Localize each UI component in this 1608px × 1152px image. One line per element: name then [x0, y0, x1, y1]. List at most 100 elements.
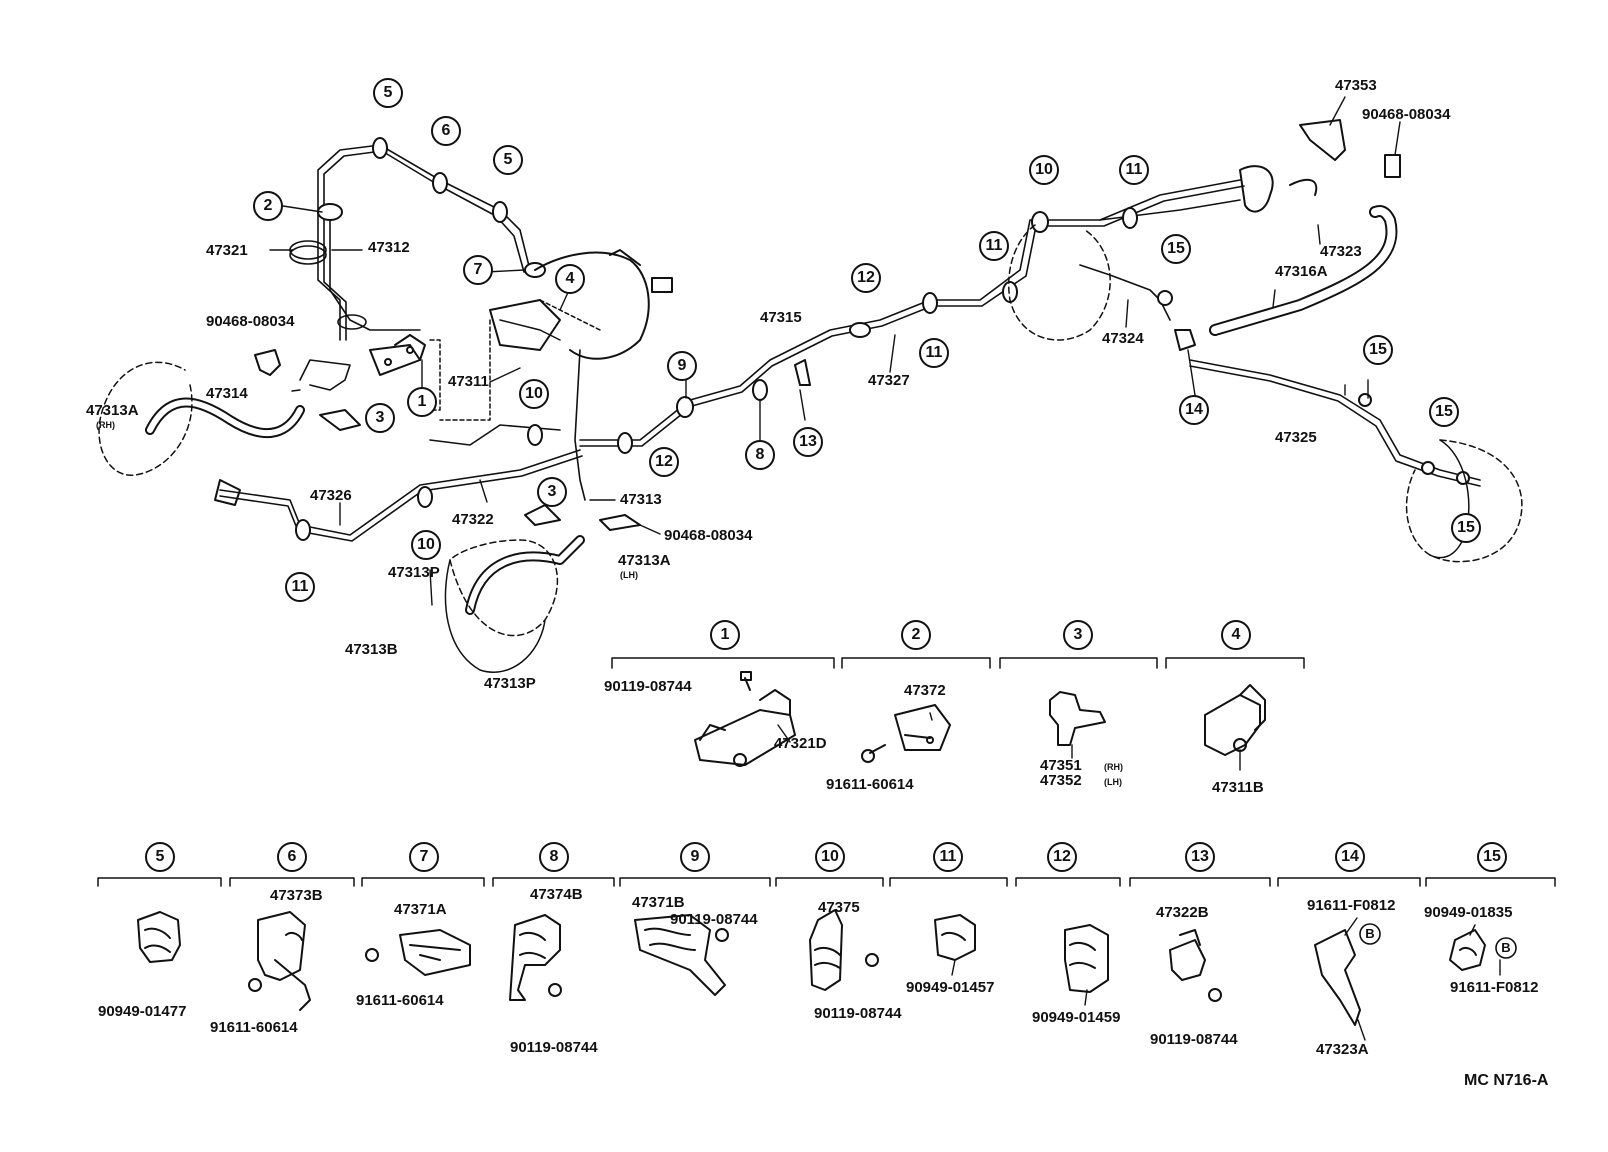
callout-15-rear-mid: 15 [1363, 335, 1393, 365]
part-label-91611-f0812-g15: 91611-F0812 [1450, 979, 1539, 996]
part-label-47321: 47321 [206, 242, 248, 259]
part-label-47372: 47372 [904, 682, 946, 699]
callout-15-disc: 15 [1451, 513, 1481, 543]
group-header-3: 3 [1063, 620, 1093, 650]
part-label-47371b: 47371B [632, 894, 685, 911]
part-label-47313: 47313 [620, 491, 662, 508]
callout-11-rear-left: 11 [979, 231, 1009, 261]
brake-booster [489, 249, 673, 360]
part-label-47312: 47312 [368, 239, 410, 256]
group-header-15: 15 [1477, 842, 1507, 872]
group-brackets [97, 657, 1556, 887]
group-header-6: 6 [277, 842, 307, 872]
bolt-marker-b-group14: B [1365, 926, 1375, 941]
small-brackets [214, 119, 1401, 531]
part-label-91611-60614-g6: 91611-60614 [210, 1019, 298, 1036]
tube-clamps [295, 137, 1470, 541]
callout-1: 1 [407, 387, 437, 417]
part-label-47323a: 47323A [1316, 1041, 1369, 1058]
part-label-47351: 47351 [1040, 757, 1082, 774]
callout-14: 14 [1179, 395, 1209, 425]
callout-15-rear-upper: 15 [1161, 234, 1191, 264]
group-header-9: 9 [680, 842, 710, 872]
group-header-12: 12 [1047, 842, 1077, 872]
callout-13: 13 [793, 427, 823, 457]
part-label-47353: 47353 [1335, 77, 1377, 94]
side-label-rh: (RH) [96, 420, 115, 430]
part-label-47313a-rh: 47313A [86, 402, 139, 419]
part-label-90468-08034-left: 90468-08034 [206, 313, 295, 330]
part-label-47321d: 47321D [774, 735, 827, 752]
part-label-91611-60614-g2: 91611-60614 [826, 776, 914, 793]
callout-11-left: 11 [285, 572, 315, 602]
callout-4: 4 [555, 264, 585, 294]
part-label-47316a: 47316A [1275, 263, 1328, 280]
diagram-code: MC N716-A [1464, 1072, 1549, 1089]
side-label-lh-47352: (LH) [1104, 777, 1122, 787]
callout-7: 7 [463, 255, 493, 285]
callout-12-upper: 12 [851, 263, 881, 293]
part-label-47371a: 47371A [394, 901, 447, 918]
part-label-47327: 47327 [868, 372, 910, 389]
callout-6-top: 6 [431, 116, 461, 146]
callout-10-left: 10 [411, 530, 441, 560]
group-header-7: 7 [409, 842, 439, 872]
part-label-90468-08034-center: 90468-08034 [664, 527, 753, 544]
part-label-47325: 47325 [1275, 429, 1317, 446]
group-header-8: 8 [539, 842, 569, 872]
part-label-47311b: 47311B [1212, 779, 1264, 796]
callout-12-lower: 12 [649, 447, 679, 477]
part-label-47322b: 47322B [1156, 904, 1209, 921]
part-label-90949-01457: 90949-01457 [906, 979, 995, 996]
detail-parts [137, 671, 1501, 1041]
callout-10-rear: 10 [1029, 155, 1059, 185]
part-label-47313a-lh: 47313A [618, 552, 671, 569]
group-header-11: 11 [933, 842, 963, 872]
group-header-14: 14 [1335, 842, 1365, 872]
part-label-91611-f0812-g14: 91611-F0812 [1307, 897, 1396, 914]
part-label-90119-08744-g10: 90119-08744 [814, 1005, 902, 1022]
part-label-90119-08744-g1: 90119-08744 [604, 678, 692, 695]
callout-5-top-right: 5 [493, 145, 523, 175]
part-label-90949-01835: 90949-01835 [1424, 904, 1513, 921]
part-label-47323: 47323 [1320, 243, 1362, 260]
callout-2: 2 [253, 191, 283, 221]
part-label-47313p-lower: 47313P [484, 675, 536, 692]
leader-lines [269, 96, 1401, 606]
part-label-90949-01459: 90949-01459 [1032, 1009, 1121, 1026]
callout-3-left: 3 [365, 403, 395, 433]
bolt-marker-b-group15: B [1501, 940, 1511, 955]
callout-8: 8 [745, 440, 775, 470]
part-label-47315: 47315 [760, 309, 802, 326]
part-label-90468-08034-top: 90468-08034 [1362, 106, 1451, 123]
part-label-47374b: 47374B [530, 886, 583, 903]
part-label-47373b: 47373B [270, 887, 323, 904]
group-header-5: 5 [145, 842, 175, 872]
part-label-47326: 47326 [310, 487, 352, 504]
part-label-47311: 47311 [448, 373, 489, 390]
bolt-marker-circles [1359, 923, 1517, 959]
part-label-90119-08744-g8: 90119-08744 [510, 1039, 598, 1056]
disc-outlines [444, 439, 1470, 673]
group-header-10: 10 [815, 842, 845, 872]
group-header-2: 2 [901, 620, 931, 650]
part-label-91611-60614-g7: 91611-60614 [356, 992, 444, 1009]
part-label-47313p-upper: 47313P [388, 564, 440, 581]
callout-10-center: 10 [519, 379, 549, 409]
group-header-4: 4 [1221, 620, 1251, 650]
side-label-lh: (LH) [620, 570, 638, 580]
callout-9: 9 [667, 351, 697, 381]
part-label-47313b: 47313B [345, 641, 398, 658]
callout-11-center: 11 [919, 338, 949, 368]
part-label-47375: 47375 [818, 899, 860, 916]
part-label-47352: 47352 [1040, 772, 1082, 789]
side-label-rh-47351: (RH) [1104, 762, 1123, 772]
valve-assembly [369, 299, 601, 421]
brake-tube-network [145, 144, 1481, 615]
callout-3-center: 3 [537, 477, 567, 507]
callout-5-top-left: 5 [373, 78, 403, 108]
part-label-47314: 47314 [206, 385, 248, 402]
part-label-90119-08744-g13: 90119-08744 [1150, 1031, 1238, 1048]
